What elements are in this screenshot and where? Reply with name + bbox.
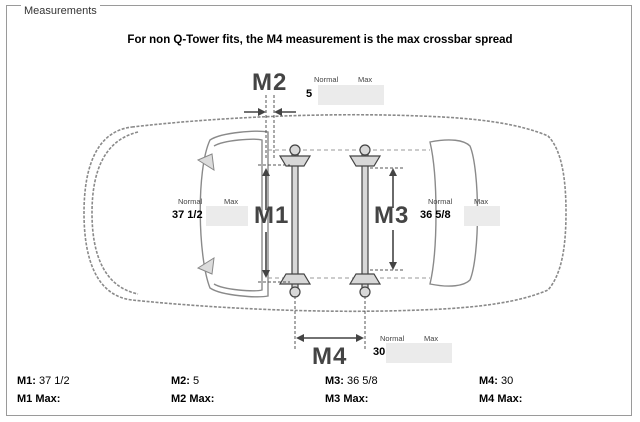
rear-crossbar — [348, 144, 382, 298]
m1-label: M1 — [254, 202, 290, 229]
summary-m3: M3: 36 5/8 — [325, 375, 378, 387]
m2-max-label: Max — [358, 75, 373, 84]
summary-max-row: M1 Max: M2 Max: M3 Max: M4 Max: — [17, 392, 617, 406]
summary-m2-max: M2 Max: — [171, 393, 215, 405]
m3-normal-value[interactable]: 36 5/8 — [420, 209, 451, 221]
m3-max-field[interactable] — [464, 206, 500, 226]
rear-window — [429, 139, 479, 287]
m1-max-field[interactable] — [206, 206, 248, 226]
m1-normal-value[interactable]: 37 1/2 — [172, 209, 203, 221]
summary-m4: M4: 30 — [479, 375, 514, 387]
summary-m1-value: 37 1/2 — [39, 375, 70, 387]
m3-label: M3 — [374, 202, 410, 229]
m2-normal-label: Normal — [314, 75, 339, 84]
m4-max-label: Max — [424, 334, 439, 343]
measurements-group: Measurements — [6, 5, 632, 416]
m1-normal-label: Normal — [178, 197, 203, 206]
m2-label: M2 — [252, 69, 288, 96]
summary-m1: M1: 37 1/2 — [17, 375, 70, 387]
dimension-arrows — [244, 108, 397, 342]
group-legend: Measurements — [21, 5, 100, 17]
m3-max-label: Max — [474, 197, 489, 206]
m4-normal-value[interactable]: 30 — [373, 346, 386, 358]
summary-m3-max: M3 Max: — [325, 393, 369, 405]
m4-label: M4 — [312, 343, 348, 370]
summary-m4-value: 30 — [501, 375, 514, 387]
car-outline — [83, 113, 567, 313]
m1-max-label: Max — [224, 197, 239, 206]
m4-normal-label: Normal — [380, 334, 405, 343]
summary-m4-max: M4 Max: — [479, 393, 523, 405]
front-crossbar — [278, 144, 312, 298]
m4-max-field[interactable] — [386, 343, 452, 363]
measurement-summary: M1: 37 1/2 M2: 5 M3: 36 5/8 M4: 30 M1 Ma… — [17, 374, 617, 410]
roof-rails — [268, 149, 430, 279]
m2-normal-value[interactable]: 5 — [306, 88, 313, 100]
m2-max-field[interactable] — [318, 85, 384, 105]
summary-values-row: M1: 37 1/2 M2: 5 M3: 36 5/8 M4: 30 — [17, 374, 617, 388]
summary-m2: M2: 5 — [171, 375, 200, 387]
dimension-guides — [258, 95, 404, 350]
summary-m1-max: M1 Max: — [17, 393, 61, 405]
m3-normal-label: Normal — [428, 197, 453, 206]
page-heading: For non Q-Tower fits, the M4 measurement… — [127, 34, 513, 46]
summary-m2-value: 5 — [193, 375, 200, 387]
side-mirrors — [196, 153, 215, 275]
summary-m3-value: 36 5/8 — [347, 375, 378, 387]
